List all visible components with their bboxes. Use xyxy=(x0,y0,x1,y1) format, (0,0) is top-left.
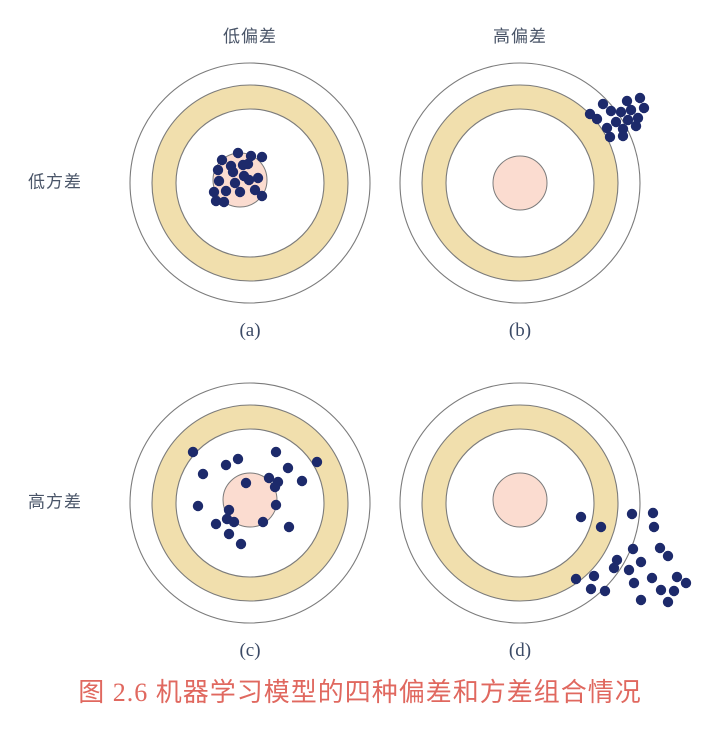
data-point xyxy=(605,105,617,117)
data-point xyxy=(252,172,264,184)
data-point xyxy=(213,175,225,187)
data-point xyxy=(232,147,244,159)
column-header-high-bias: 高偏差 xyxy=(493,27,547,46)
data-point xyxy=(585,583,597,595)
panel-label-a: (a) xyxy=(239,320,261,341)
data-point xyxy=(595,521,607,533)
data-point xyxy=(220,185,232,197)
data-point xyxy=(212,164,224,176)
data-point xyxy=(270,446,282,458)
data-point xyxy=(628,577,640,589)
data-point xyxy=(655,584,667,596)
panel-label-b: (b) xyxy=(508,320,532,341)
data-point xyxy=(617,130,629,142)
data-point xyxy=(597,98,609,110)
data-point xyxy=(627,543,639,555)
target-bullseye-b xyxy=(492,155,548,211)
data-point xyxy=(632,112,644,124)
data-point xyxy=(621,95,633,107)
row-header-high-variance: 高方差 xyxy=(28,492,82,512)
data-point xyxy=(227,166,239,178)
data-point xyxy=(257,516,269,528)
data-point xyxy=(243,174,255,186)
row-header-low-variance: 低方差 xyxy=(28,172,82,192)
data-point xyxy=(623,564,635,576)
data-point xyxy=(216,154,228,166)
data-point xyxy=(625,104,637,116)
data-point xyxy=(634,92,646,104)
data-point xyxy=(240,477,252,489)
data-point xyxy=(647,507,659,519)
data-point xyxy=(220,459,232,471)
data-point xyxy=(570,573,582,585)
data-point xyxy=(210,518,222,530)
data-point xyxy=(662,596,674,608)
data-point xyxy=(311,456,323,468)
data-point xyxy=(604,131,616,143)
data-point xyxy=(245,150,257,162)
data-point xyxy=(208,186,220,198)
data-point xyxy=(668,585,680,597)
data-point xyxy=(229,177,241,189)
data-point xyxy=(575,511,587,523)
data-point xyxy=(654,542,666,554)
data-point xyxy=(223,528,235,540)
data-point xyxy=(210,195,222,207)
data-point xyxy=(635,594,647,606)
data-point xyxy=(638,102,650,114)
data-point xyxy=(610,116,622,128)
data-point xyxy=(622,114,634,126)
data-point xyxy=(671,571,683,583)
data-point xyxy=(197,468,209,480)
data-point xyxy=(662,550,674,562)
panel-label-d: (d) xyxy=(508,640,532,661)
data-point xyxy=(646,572,658,584)
data-point xyxy=(256,190,268,202)
data-point xyxy=(234,186,246,198)
data-point xyxy=(232,453,244,465)
data-point xyxy=(235,538,247,550)
data-point xyxy=(256,151,268,163)
target-panel-b xyxy=(399,62,650,304)
data-point xyxy=(187,446,199,458)
data-point xyxy=(591,113,603,125)
target-bullseye-d xyxy=(492,472,548,528)
figure-caption: 图 2.6 机器学习模型的四种偏差和方差组合情况 xyxy=(78,678,642,707)
data-point xyxy=(282,462,294,474)
data-point xyxy=(630,120,642,132)
data-point xyxy=(588,570,600,582)
target-panel-d xyxy=(399,382,692,624)
data-point xyxy=(599,585,611,597)
column-header-low-bias: 低偏差 xyxy=(223,27,277,46)
data-point xyxy=(680,577,692,589)
target-panel-c xyxy=(129,382,371,624)
data-point xyxy=(249,184,261,196)
data-point xyxy=(635,556,647,568)
data-point xyxy=(615,106,627,118)
data-point xyxy=(242,158,254,170)
data-point xyxy=(611,554,623,566)
data-point xyxy=(626,508,638,520)
data-point xyxy=(608,562,620,574)
data-point xyxy=(218,196,230,208)
data-point xyxy=(601,122,613,134)
data-point xyxy=(192,500,204,512)
target-panel-a xyxy=(129,62,371,304)
data-point xyxy=(269,481,281,493)
data-point xyxy=(648,521,660,533)
data-point xyxy=(283,521,295,533)
data-point xyxy=(228,516,240,528)
data-point xyxy=(270,499,282,511)
data-point xyxy=(223,504,235,516)
panel-label-c: (c) xyxy=(239,640,261,661)
data-point xyxy=(263,472,275,484)
data-point xyxy=(296,475,308,487)
